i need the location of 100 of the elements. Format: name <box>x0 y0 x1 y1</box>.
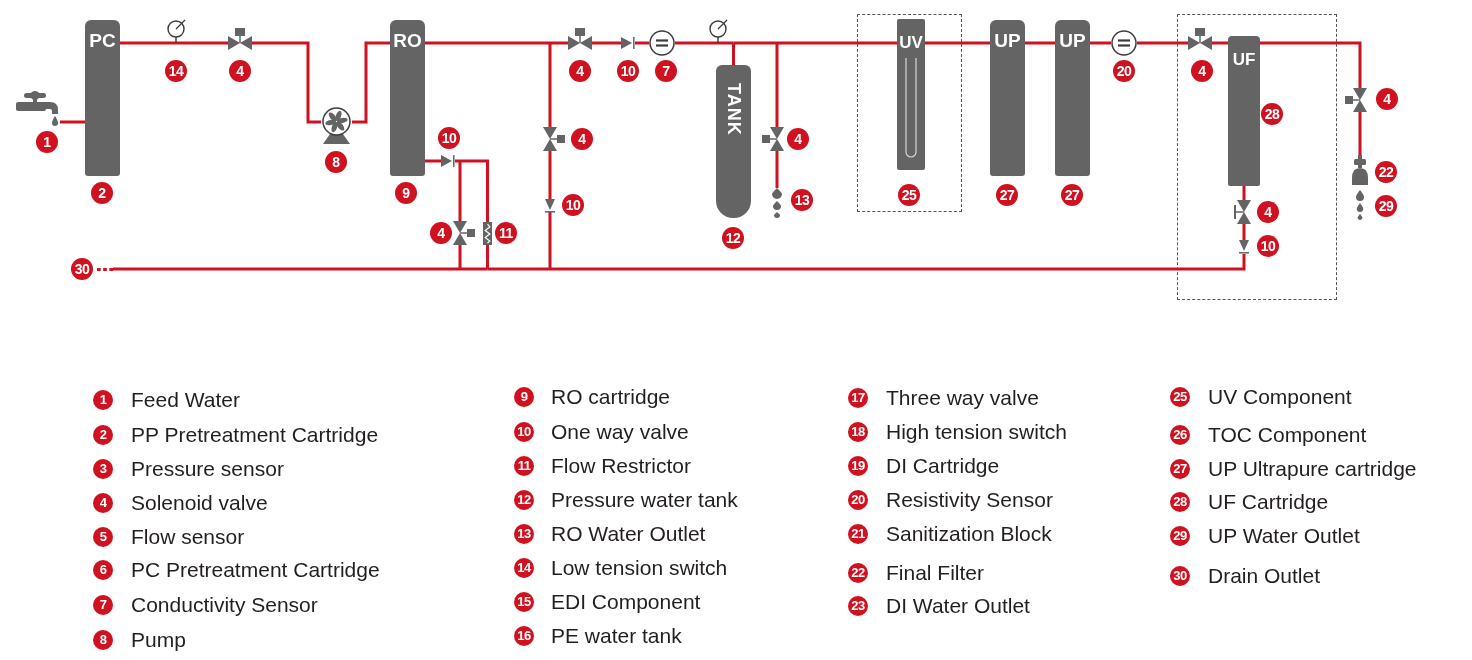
pipe <box>1242 224 1246 240</box>
legend-text: UV Component <box>1208 384 1352 410</box>
legend-text: RO Water Outlet <box>551 521 706 547</box>
callout-number: 10 <box>617 60 639 82</box>
filter-icon <box>1352 155 1368 185</box>
callout-number: 25 <box>898 184 920 206</box>
pipe <box>718 41 734 45</box>
callout-number: 12 <box>722 227 744 249</box>
legend-number: 6 <box>93 560 113 580</box>
legend-text: PE water tank <box>551 623 682 649</box>
legend-text: TOC Component <box>1208 422 1367 448</box>
pipe <box>113 267 460 271</box>
check-valve-icon <box>1239 240 1249 254</box>
callout-number: 11 <box>495 222 517 244</box>
pipe <box>775 151 779 188</box>
solenoid-valve-icon <box>1345 88 1367 112</box>
solenoid-valve-icon <box>543 127 565 151</box>
legend-text: Flow sensor <box>131 524 245 550</box>
filter-cartridge <box>390 20 425 176</box>
pipe <box>460 159 489 222</box>
legend-text: Conductivity Sensor <box>131 592 318 618</box>
legend-text: Drain Outlet <box>1208 563 1321 589</box>
legend-number: 8 <box>93 630 113 650</box>
legend-number: 15 <box>514 592 534 612</box>
legend-number: 29 <box>1170 526 1190 546</box>
legend-number: 1 <box>93 390 113 410</box>
legend-number: 16 <box>514 626 534 646</box>
callout-number: 29 <box>1375 195 1397 217</box>
pressure-gauge-icon <box>708 19 728 43</box>
legend-text: DI Cartridge <box>886 453 1000 479</box>
pressure-gauge-icon <box>166 19 186 43</box>
legend-number: 22 <box>848 563 868 583</box>
pipe <box>732 43 735 65</box>
legend-text: Three way valve <box>886 385 1039 411</box>
legend-text: Low tension switch <box>551 555 728 581</box>
pipe <box>548 212 552 269</box>
pipe <box>460 267 488 271</box>
faucet-icon <box>16 90 60 126</box>
pipe <box>425 159 441 163</box>
legend-number: 27 <box>1170 459 1190 479</box>
callout-number: 27 <box>1061 184 1083 206</box>
dashed-line-icon <box>97 267 113 271</box>
pipe <box>458 161 462 221</box>
legend-number: 19 <box>848 456 868 476</box>
tank-label: TANK <box>723 83 744 136</box>
filter-cartridge <box>85 20 120 176</box>
pipe <box>1090 41 1111 45</box>
callout-number: 13 <box>791 189 813 211</box>
sensor-icon <box>649 30 675 56</box>
legend-number: 13 <box>514 524 534 544</box>
water-drops-icon <box>1355 190 1365 220</box>
pipe <box>592 41 621 45</box>
pipe <box>1260 41 1362 88</box>
callout-number: 10 <box>438 127 460 149</box>
solenoid-valve-icon <box>453 221 475 245</box>
legend-number: 18 <box>848 422 868 442</box>
solenoid-valve-icon <box>568 28 592 50</box>
legend-number: 21 <box>848 524 868 544</box>
solenoid-valve-icon <box>1188 28 1212 50</box>
legend-number: 17 <box>848 388 868 408</box>
legend-text: PC Pretreatment Cartridge <box>131 557 380 583</box>
callout-number: 4 <box>229 60 251 82</box>
valve-icon <box>1234 200 1251 224</box>
callout-number: 4 <box>571 128 593 150</box>
cartridge-label: PC <box>89 30 116 52</box>
pipe <box>548 151 552 199</box>
legend-text: UP Ultrapure cartridge <box>1208 456 1417 482</box>
callout-number: 4 <box>1191 60 1213 82</box>
legend-text: UF Cartridge <box>1208 489 1329 515</box>
pipe <box>487 267 550 271</box>
callout-number: 4 <box>787 128 809 150</box>
legend-number: 23 <box>848 596 868 616</box>
pump-icon <box>321 107 352 144</box>
pipe <box>548 43 552 127</box>
legend-text: DI Water Outlet <box>886 593 1030 619</box>
lamp-label: UV <box>899 32 923 54</box>
callout-number: 2 <box>91 182 113 204</box>
pipe <box>486 245 489 269</box>
pipe <box>176 41 228 45</box>
pipe <box>777 41 897 45</box>
legend-number: 3 <box>93 459 113 479</box>
filter-cartridge <box>1228 36 1260 186</box>
legend-number: 28 <box>1170 492 1190 512</box>
legend-number: 12 <box>514 490 534 510</box>
flow-restrictor-icon <box>483 222 492 245</box>
callout-number: 10 <box>1257 235 1279 257</box>
legend-text: Pressure water tank <box>551 487 738 513</box>
pipe <box>252 41 321 124</box>
callout-number: 20 <box>1113 60 1135 82</box>
legend-text: Final Filter <box>886 560 985 586</box>
legend-text: EDI Component <box>551 589 701 615</box>
callout-number: 4 <box>1376 88 1398 110</box>
pipe <box>925 41 990 45</box>
legend-text: One way valve <box>551 419 689 445</box>
water-drops-icon <box>771 188 783 218</box>
group-frame <box>857 14 962 212</box>
legend-text: Pressure sensor <box>131 456 284 482</box>
callout-number: 27 <box>996 184 1018 206</box>
legend-number: 25 <box>1170 387 1190 407</box>
legend-text: Sanitization Block <box>886 521 1052 547</box>
